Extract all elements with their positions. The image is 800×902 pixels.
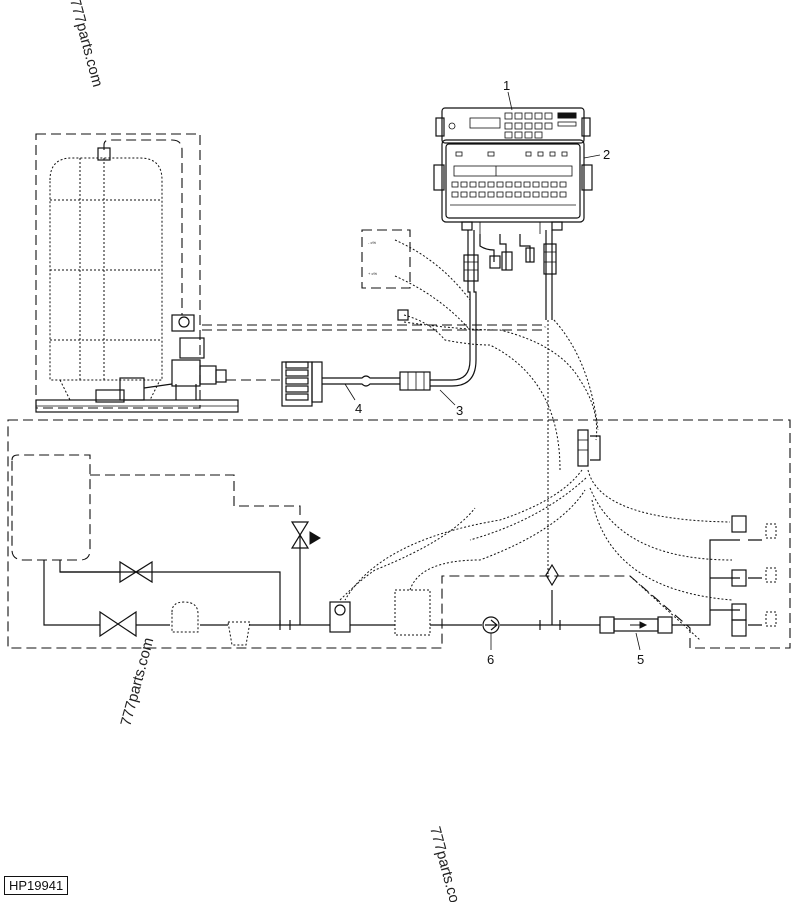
watermark-left: 777parts.com [117,636,157,728]
svg-text:- c%: - c% [368,240,376,245]
callout-1: 1 [503,78,510,93]
line-strainer [599,616,673,634]
boom-section-valves [344,469,777,641]
pressure-sensor [545,429,601,587]
junction-panel: - c% + c% [361,229,471,331]
boom-plumbing-frame [7,419,791,649]
tank-assembly [35,133,239,413]
watermark-bottom: 777parts.com [426,825,466,902]
main-plumbing [43,535,762,630]
figure-id-label: HP19941 [4,876,69,895]
section-valve-manifold [226,361,323,407]
regulating-valve [329,507,476,633]
pump [171,601,199,633]
callout-1-leader [507,91,513,111]
watermark-top: 777parts.com [66,0,106,89]
valve-symbols [99,521,321,638]
callout-4-leader [344,383,356,401]
svg-text:<: < [544,324,547,329]
callout-5: 5 [637,652,644,667]
callout-6: 6 [487,652,494,667]
rinse-tank [11,454,301,561]
callout-3-leader [439,389,456,406]
console-harness [430,230,557,387]
rate-controller-console [433,107,593,234]
flow-sensor [482,616,500,634]
hose-harness [322,371,431,391]
strainer [227,621,251,646]
shutoff-valve [394,489,586,636]
svg-text:+ c%: + c% [368,271,377,276]
callout-4: 4 [355,401,362,416]
callout-5-leader [635,632,641,651]
callout-2: 2 [603,147,610,162]
callout-2-leader [583,154,601,159]
sensor-wiring: < [202,309,599,580]
callout-3: 3 [456,403,463,418]
